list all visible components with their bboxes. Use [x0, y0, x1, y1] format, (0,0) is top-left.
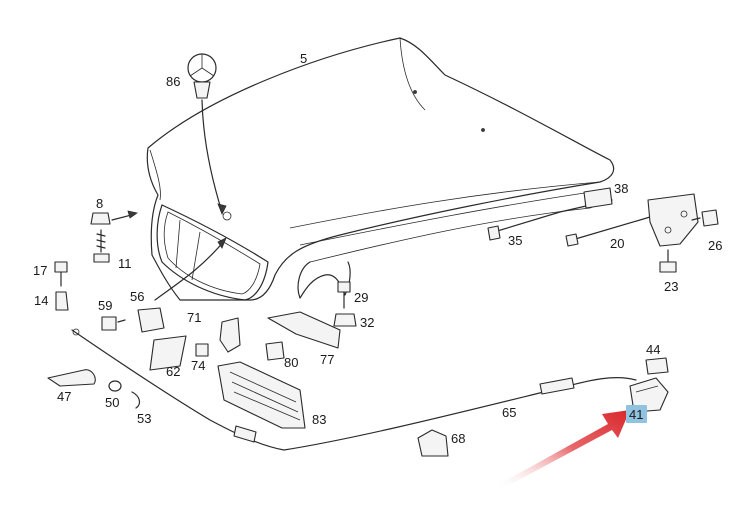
clip-8-icon — [90, 210, 138, 225]
callout-5: 5 — [300, 51, 307, 66]
bolt-26-icon — [691, 209, 719, 227]
plate-62-icon — [149, 335, 187, 371]
callout-20: 20 — [610, 236, 624, 251]
callout-65: 65 — [502, 405, 516, 420]
callout-26: 26 — [708, 238, 722, 253]
clip-59-icon — [101, 316, 126, 331]
star-emblem-icon — [187, 53, 227, 215]
bracket-38-icon — [583, 187, 613, 209]
callout-71: 71 — [187, 310, 201, 325]
bolt-17-icon — [54, 261, 68, 287]
bolt-29-icon — [337, 281, 351, 309]
ring-50-icon — [108, 380, 122, 392]
plug-80-icon — [265, 341, 285, 361]
seal-77-icon — [267, 311, 341, 349]
callout-74: 74 — [191, 358, 205, 373]
callout-23: 23 — [664, 279, 678, 294]
callout-59: 59 — [98, 298, 112, 313]
callout-17: 17 — [33, 263, 47, 278]
bolt-23-icon — [659, 249, 677, 273]
holder-68-icon — [417, 429, 449, 457]
nut-32-icon — [333, 313, 357, 327]
callout-11: 11 — [118, 256, 132, 271]
callout-41: 41 — [629, 407, 643, 422]
clip-53-icon — [131, 391, 141, 409]
highlight-arrow-icon — [496, 410, 630, 490]
callout-50: 50 — [105, 395, 119, 410]
callout-8: 8 — [96, 196, 103, 211]
callout-53: 53 — [137, 411, 151, 426]
hook-47-icon — [47, 369, 96, 387]
clip-74-icon — [195, 343, 209, 357]
screw-11-icon — [93, 229, 110, 263]
callout-86: 86 — [166, 74, 180, 89]
hinge-assembly-icon — [647, 193, 699, 247]
callout-56: 56 — [130, 289, 144, 304]
callout-41-highlight — [626, 405, 647, 423]
callout-14: 14 — [34, 293, 48, 308]
bracket-71-icon — [219, 317, 241, 353]
callout-80: 80 — [284, 355, 298, 370]
lock-56-icon — [137, 237, 227, 333]
callout-44: 44 — [646, 342, 660, 357]
callout-83: 83 — [312, 412, 326, 427]
trim-strip-83-icon — [217, 361, 306, 429]
hood-panel — [146, 37, 615, 301]
callout-35: 35 — [508, 233, 522, 248]
callout-32: 32 — [360, 315, 374, 330]
callout-47: 47 — [57, 389, 71, 404]
clip-44-icon — [645, 357, 669, 375]
callout-68: 68 — [451, 431, 465, 446]
release-cable-65 — [71, 328, 637, 451]
bracket-14-icon — [55, 291, 69, 311]
callout-62: 62 — [166, 364, 180, 379]
callout-38: 38 — [614, 181, 628, 196]
callout-29: 29 — [354, 290, 368, 305]
callout-77: 77 — [320, 352, 334, 367]
